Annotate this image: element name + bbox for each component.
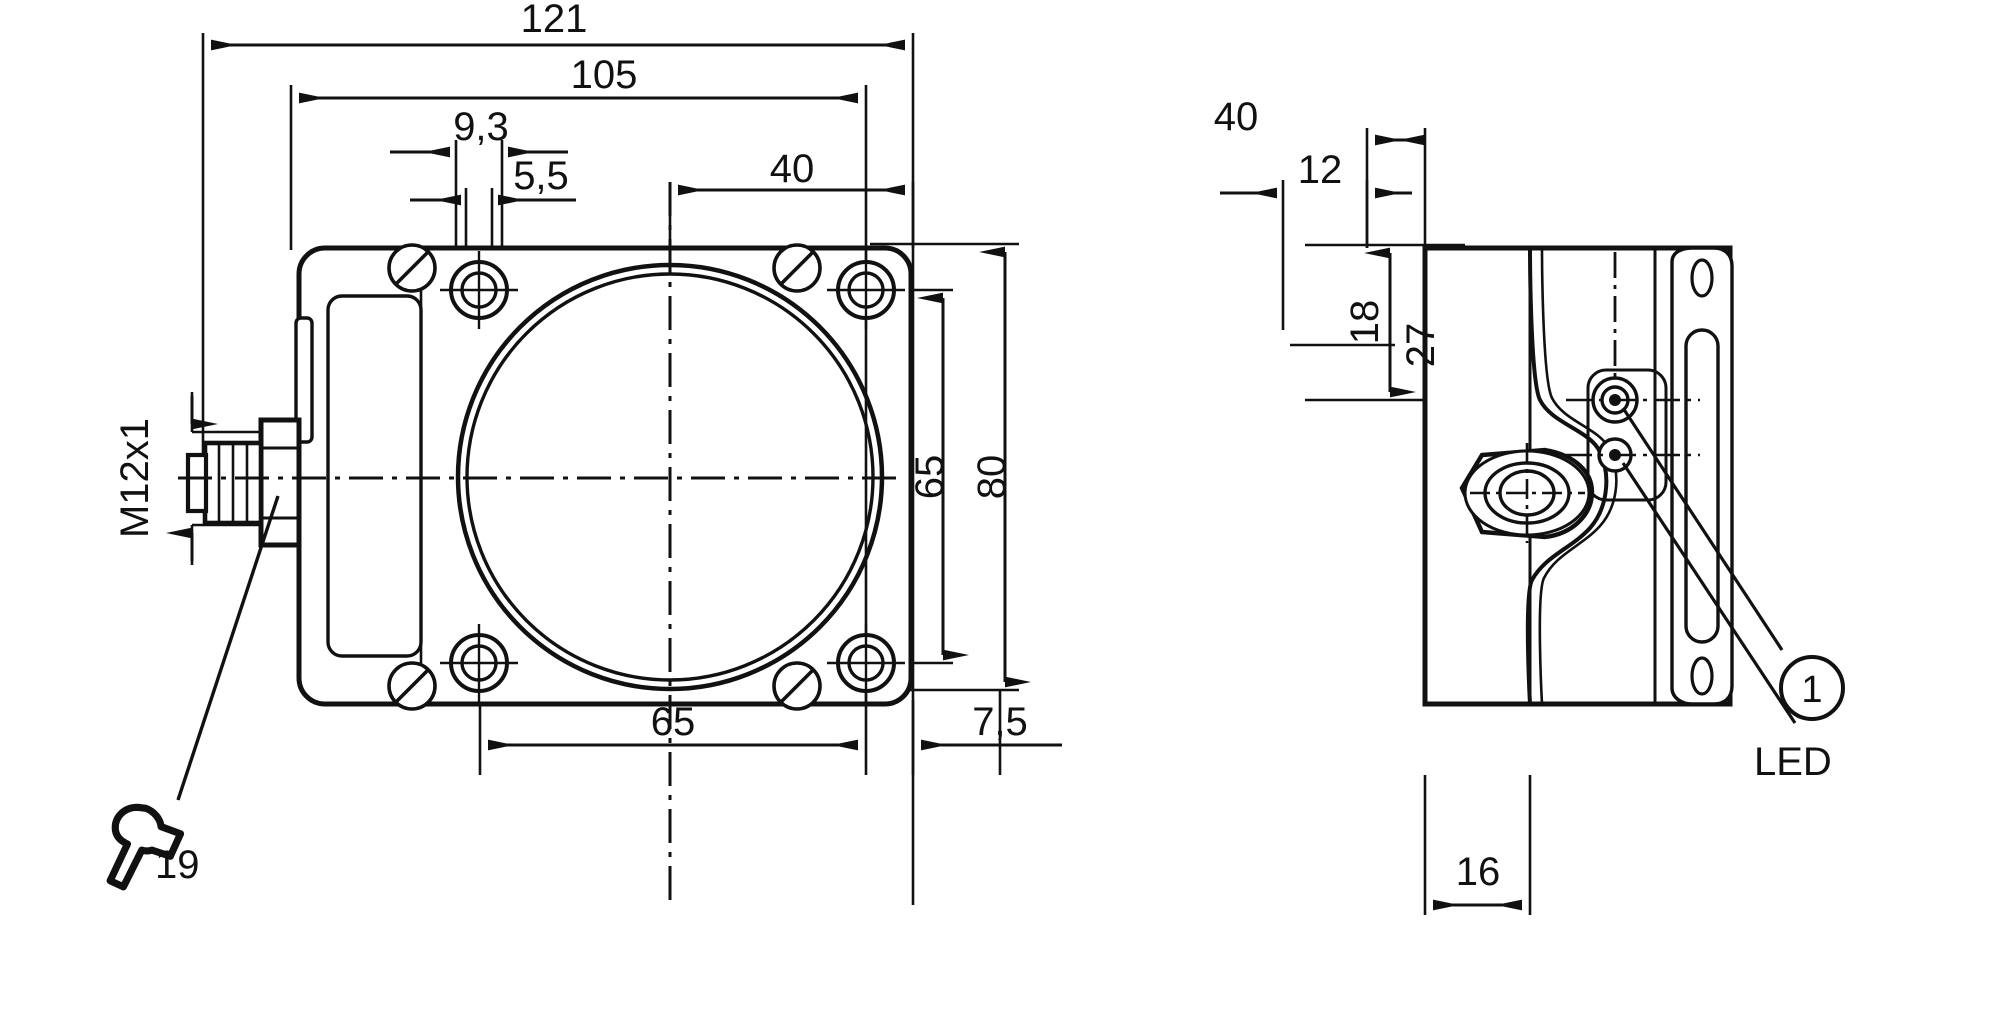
dim-hole-diameter: 5,5 xyxy=(513,154,569,198)
dim-flange-width: 16 xyxy=(1456,850,1501,894)
side-view-led-holes xyxy=(1566,252,1700,502)
dim-hole-pitch-horizontal: 65 xyxy=(651,700,696,744)
dim-led-offset: 12 xyxy=(1298,148,1343,192)
balloon-callout-1: 1 xyxy=(1779,655,1845,721)
dim-body-length: 105 xyxy=(571,53,638,97)
dim-led-span: 27 xyxy=(1399,323,1443,368)
balloon-1-number: 1 xyxy=(1801,669,1822,711)
front-view-m12-connector xyxy=(185,417,302,548)
front-view-mounting-holes xyxy=(440,251,905,702)
dim-body-height: 80 xyxy=(970,455,1014,500)
front-view-left-tab xyxy=(294,316,314,444)
front-view-dimension-arrows xyxy=(166,39,1062,751)
side-view-extension-lines xyxy=(1281,128,1532,915)
dim-side-body-width: 40 xyxy=(1214,95,1259,139)
dim-edge-offset: 7,5 xyxy=(972,700,1028,744)
front-view-label-plate xyxy=(326,294,423,658)
wrench-leader-line xyxy=(176,495,280,801)
wrench-icon xyxy=(106,803,185,891)
led-label: LED xyxy=(1754,740,1832,784)
side-view-connector xyxy=(1459,443,1595,543)
front-view-screws xyxy=(387,243,822,711)
front-view-centerlines xyxy=(178,182,905,905)
dim-overall-length: 121 xyxy=(521,0,588,41)
dim-slot-width: 9,3 xyxy=(453,105,509,149)
dim-led-upper: 18 xyxy=(1343,300,1387,345)
wrench-size-label: 19 xyxy=(155,843,200,887)
side-view-mounting-bracket xyxy=(1525,247,1618,705)
dim-thread-m12: M12x1 xyxy=(113,418,157,538)
led-leader-lines xyxy=(1621,407,1797,724)
dim-hole-pitch-vertical: 65 xyxy=(908,455,952,500)
dim-center-to-hole: 40 xyxy=(770,147,815,191)
side-view-slotted-plate xyxy=(1670,246,1734,706)
